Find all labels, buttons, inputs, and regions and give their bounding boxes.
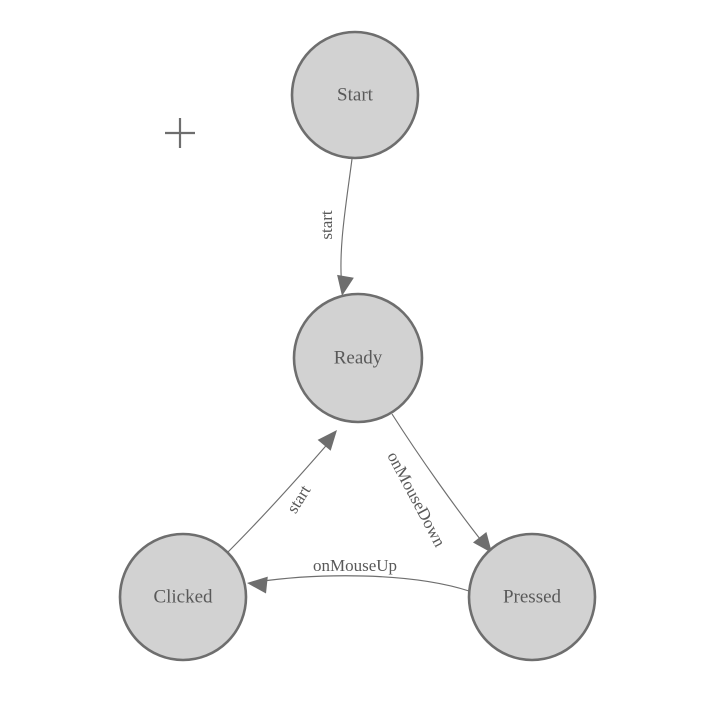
edge-ready-to-pressed[interactable]: onMouseDown bbox=[383, 413, 498, 558]
arrow-head-icon bbox=[472, 532, 492, 553]
crosshair-marker[interactable] bbox=[165, 118, 195, 148]
node-circle[interactable] bbox=[290, 30, 420, 160]
node-label: Ready bbox=[334, 347, 383, 368]
node-clicked[interactable]: Clicked bbox=[118, 532, 248, 662]
arrow-head-icon bbox=[247, 576, 268, 594]
edge-line bbox=[340, 158, 353, 289]
node-circle[interactable] bbox=[467, 532, 597, 662]
node-ready[interactable]: Ready bbox=[292, 292, 424, 424]
edge-start-to-ready[interactable]: start bbox=[317, 158, 354, 297]
node-pressed[interactable]: Pressed bbox=[467, 532, 597, 662]
edge-label: onMouseUp bbox=[313, 556, 397, 575]
node-label: Clicked bbox=[153, 586, 213, 607]
edge-pressed-to-clicked[interactable]: onMouseUp bbox=[246, 556, 470, 594]
edge-label: onMouseDown bbox=[383, 449, 449, 551]
node-label: Pressed bbox=[503, 586, 562, 607]
edge-line bbox=[391, 413, 485, 545]
edge-line bbox=[255, 575, 470, 592]
edge-clicked-to-ready[interactable]: start bbox=[226, 425, 344, 554]
node-circle[interactable] bbox=[118, 532, 248, 662]
node-circle[interactable] bbox=[292, 292, 424, 424]
node-label: Start bbox=[337, 84, 374, 105]
edge-label: start bbox=[317, 210, 336, 240]
node-start[interactable]: Start bbox=[290, 30, 420, 160]
arrow-head-icon bbox=[337, 274, 354, 296]
markers-layer bbox=[165, 118, 195, 148]
edge-line bbox=[226, 439, 332, 554]
arrow-head-icon bbox=[317, 430, 337, 451]
edge-label: start bbox=[283, 481, 315, 516]
